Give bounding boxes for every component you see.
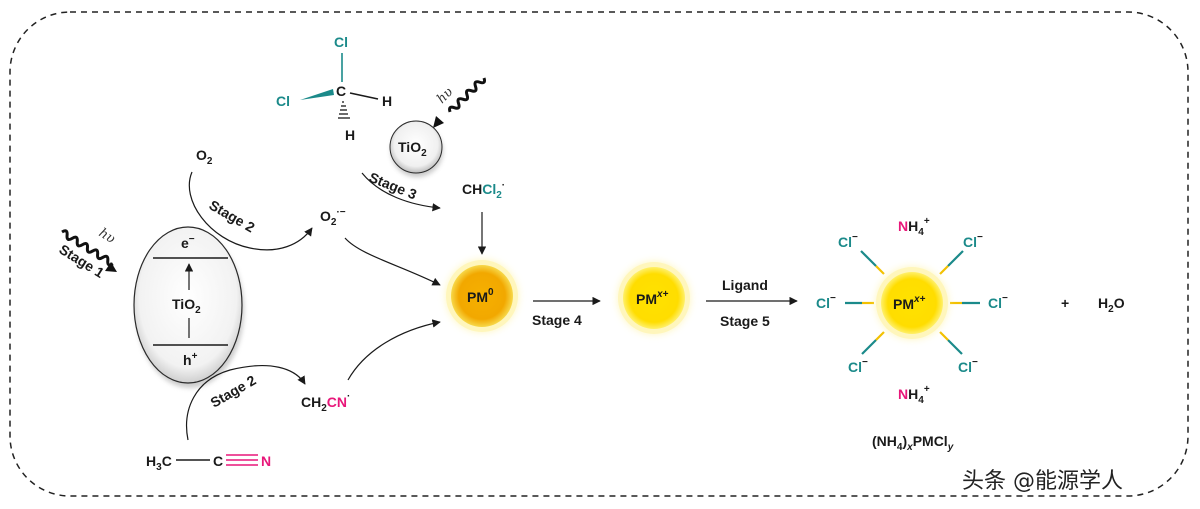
electron-label: e (181, 235, 189, 251)
chloride-ligand: Cl (988, 295, 1002, 311)
triple-bond (226, 454, 258, 466)
water-label: H (1098, 295, 1108, 311)
plus-sign: + (1061, 295, 1069, 311)
stage2-top-label: Stage 2 (207, 197, 258, 236)
ligand-bonds (845, 250, 980, 355)
ammonium-top: N (898, 218, 908, 234)
svg-text:Cl−: Cl− (848, 357, 868, 375)
dashed-frame (9, 11, 1189, 497)
carbon-center-label: C (336, 83, 346, 99)
tio2-small-label: TiO (398, 139, 421, 155)
svg-text:NH4+: NH4+ (898, 384, 930, 406)
pm0-label: PM (467, 289, 488, 305)
cl-left-label: Cl (276, 93, 290, 109)
light-wave-stage1 (61, 229, 117, 272)
ammonium-bottom: N (898, 386, 908, 402)
svg-text:NH4+: NH4+ (898, 216, 930, 238)
svg-text:(NH4)xPMCly: (NH4)xPMCly (872, 433, 954, 453)
svg-text:e−: e− (181, 234, 195, 251)
cl-top-label: Cl (334, 34, 348, 50)
svg-text:TiO2: TiO2 (398, 139, 427, 159)
stage3-arrow (361, 172, 441, 212)
ch2cn-to-pm0-arrow (347, 319, 441, 381)
stage2-bottom-arrow (186, 364, 306, 441)
svg-text:h+: h+ (183, 351, 198, 368)
o2-label: O (196, 147, 207, 163)
svg-text:Cl−: Cl− (963, 232, 983, 250)
chcl2-cl: Cl (482, 181, 496, 197)
hole-label: h (183, 352, 192, 368)
svg-text:Cl−: Cl− (838, 232, 858, 250)
nitrile-carbon-label: C (213, 453, 223, 469)
chloride-ligand: Cl (963, 234, 977, 250)
svg-text:CH2CN·: CH2CN· (301, 391, 350, 414)
tio2-particle (133, 226, 243, 384)
watermark: 头条 @能源学人 (962, 469, 1123, 494)
h3c-h: H (146, 453, 156, 469)
svg-text:H2O: H2O (1098, 295, 1125, 315)
wedge-bond (300, 89, 334, 100)
light-wave-top (433, 77, 487, 128)
stage4-label: Stage 4 (532, 312, 582, 328)
chloride-ligand: Cl (816, 295, 830, 311)
nitrogen-label: N (261, 453, 271, 469)
svg-text:PMx+: PMx+ (893, 294, 926, 312)
h-right-label: H (382, 93, 392, 109)
h-bottom-label: H (345, 127, 355, 143)
hv-label-2: hυ (434, 85, 456, 107)
c-h-bond (349, 92, 379, 100)
hash-bond (338, 101, 350, 119)
svg-text:CHCl2·: CHCl2· (462, 180, 505, 201)
pmx-label: PM (636, 291, 657, 307)
complex-formula: (NH (872, 433, 897, 449)
pmx-node (623, 267, 685, 329)
chloride-ligand: Cl (958, 359, 972, 375)
stage5-label: Stage 5 (720, 313, 770, 329)
stage1-label: Stage 1 (56, 241, 107, 281)
tio2-label: TiO (172, 296, 195, 312)
complex-core (881, 272, 943, 334)
svg-text:O2: O2 (196, 147, 213, 167)
svg-text:Cl−: Cl− (816, 293, 836, 311)
svg-text:O2·−: O2·− (320, 207, 346, 228)
chloride-ligand: Cl (848, 359, 862, 375)
superoxide-to-pm0-arrow (344, 237, 441, 286)
ch2cn-cn: CN (327, 394, 347, 410)
ch2cn-ch: CH (301, 394, 321, 410)
chloride-ligand: Cl (838, 234, 852, 250)
superoxide-label: O (320, 208, 331, 224)
pm0-node (451, 265, 513, 327)
stage2-top-arrow (188, 171, 313, 251)
complex-pm-label: PM (893, 296, 914, 312)
hv-label-1: hυ (96, 226, 118, 247)
svg-text:Cl−: Cl− (958, 357, 978, 375)
chcl2-ch: CH (462, 181, 482, 197)
tio2-small-particle (389, 120, 443, 174)
ligand-label: Ligand (722, 277, 768, 293)
svg-text:PM0: PM0 (467, 287, 494, 305)
svg-text:TiO2: TiO2 (172, 296, 201, 316)
svg-text:H3C: H3C (146, 453, 172, 473)
svg-text:Cl−: Cl− (988, 293, 1008, 311)
svg-text:PMx+: PMx+ (636, 289, 669, 307)
